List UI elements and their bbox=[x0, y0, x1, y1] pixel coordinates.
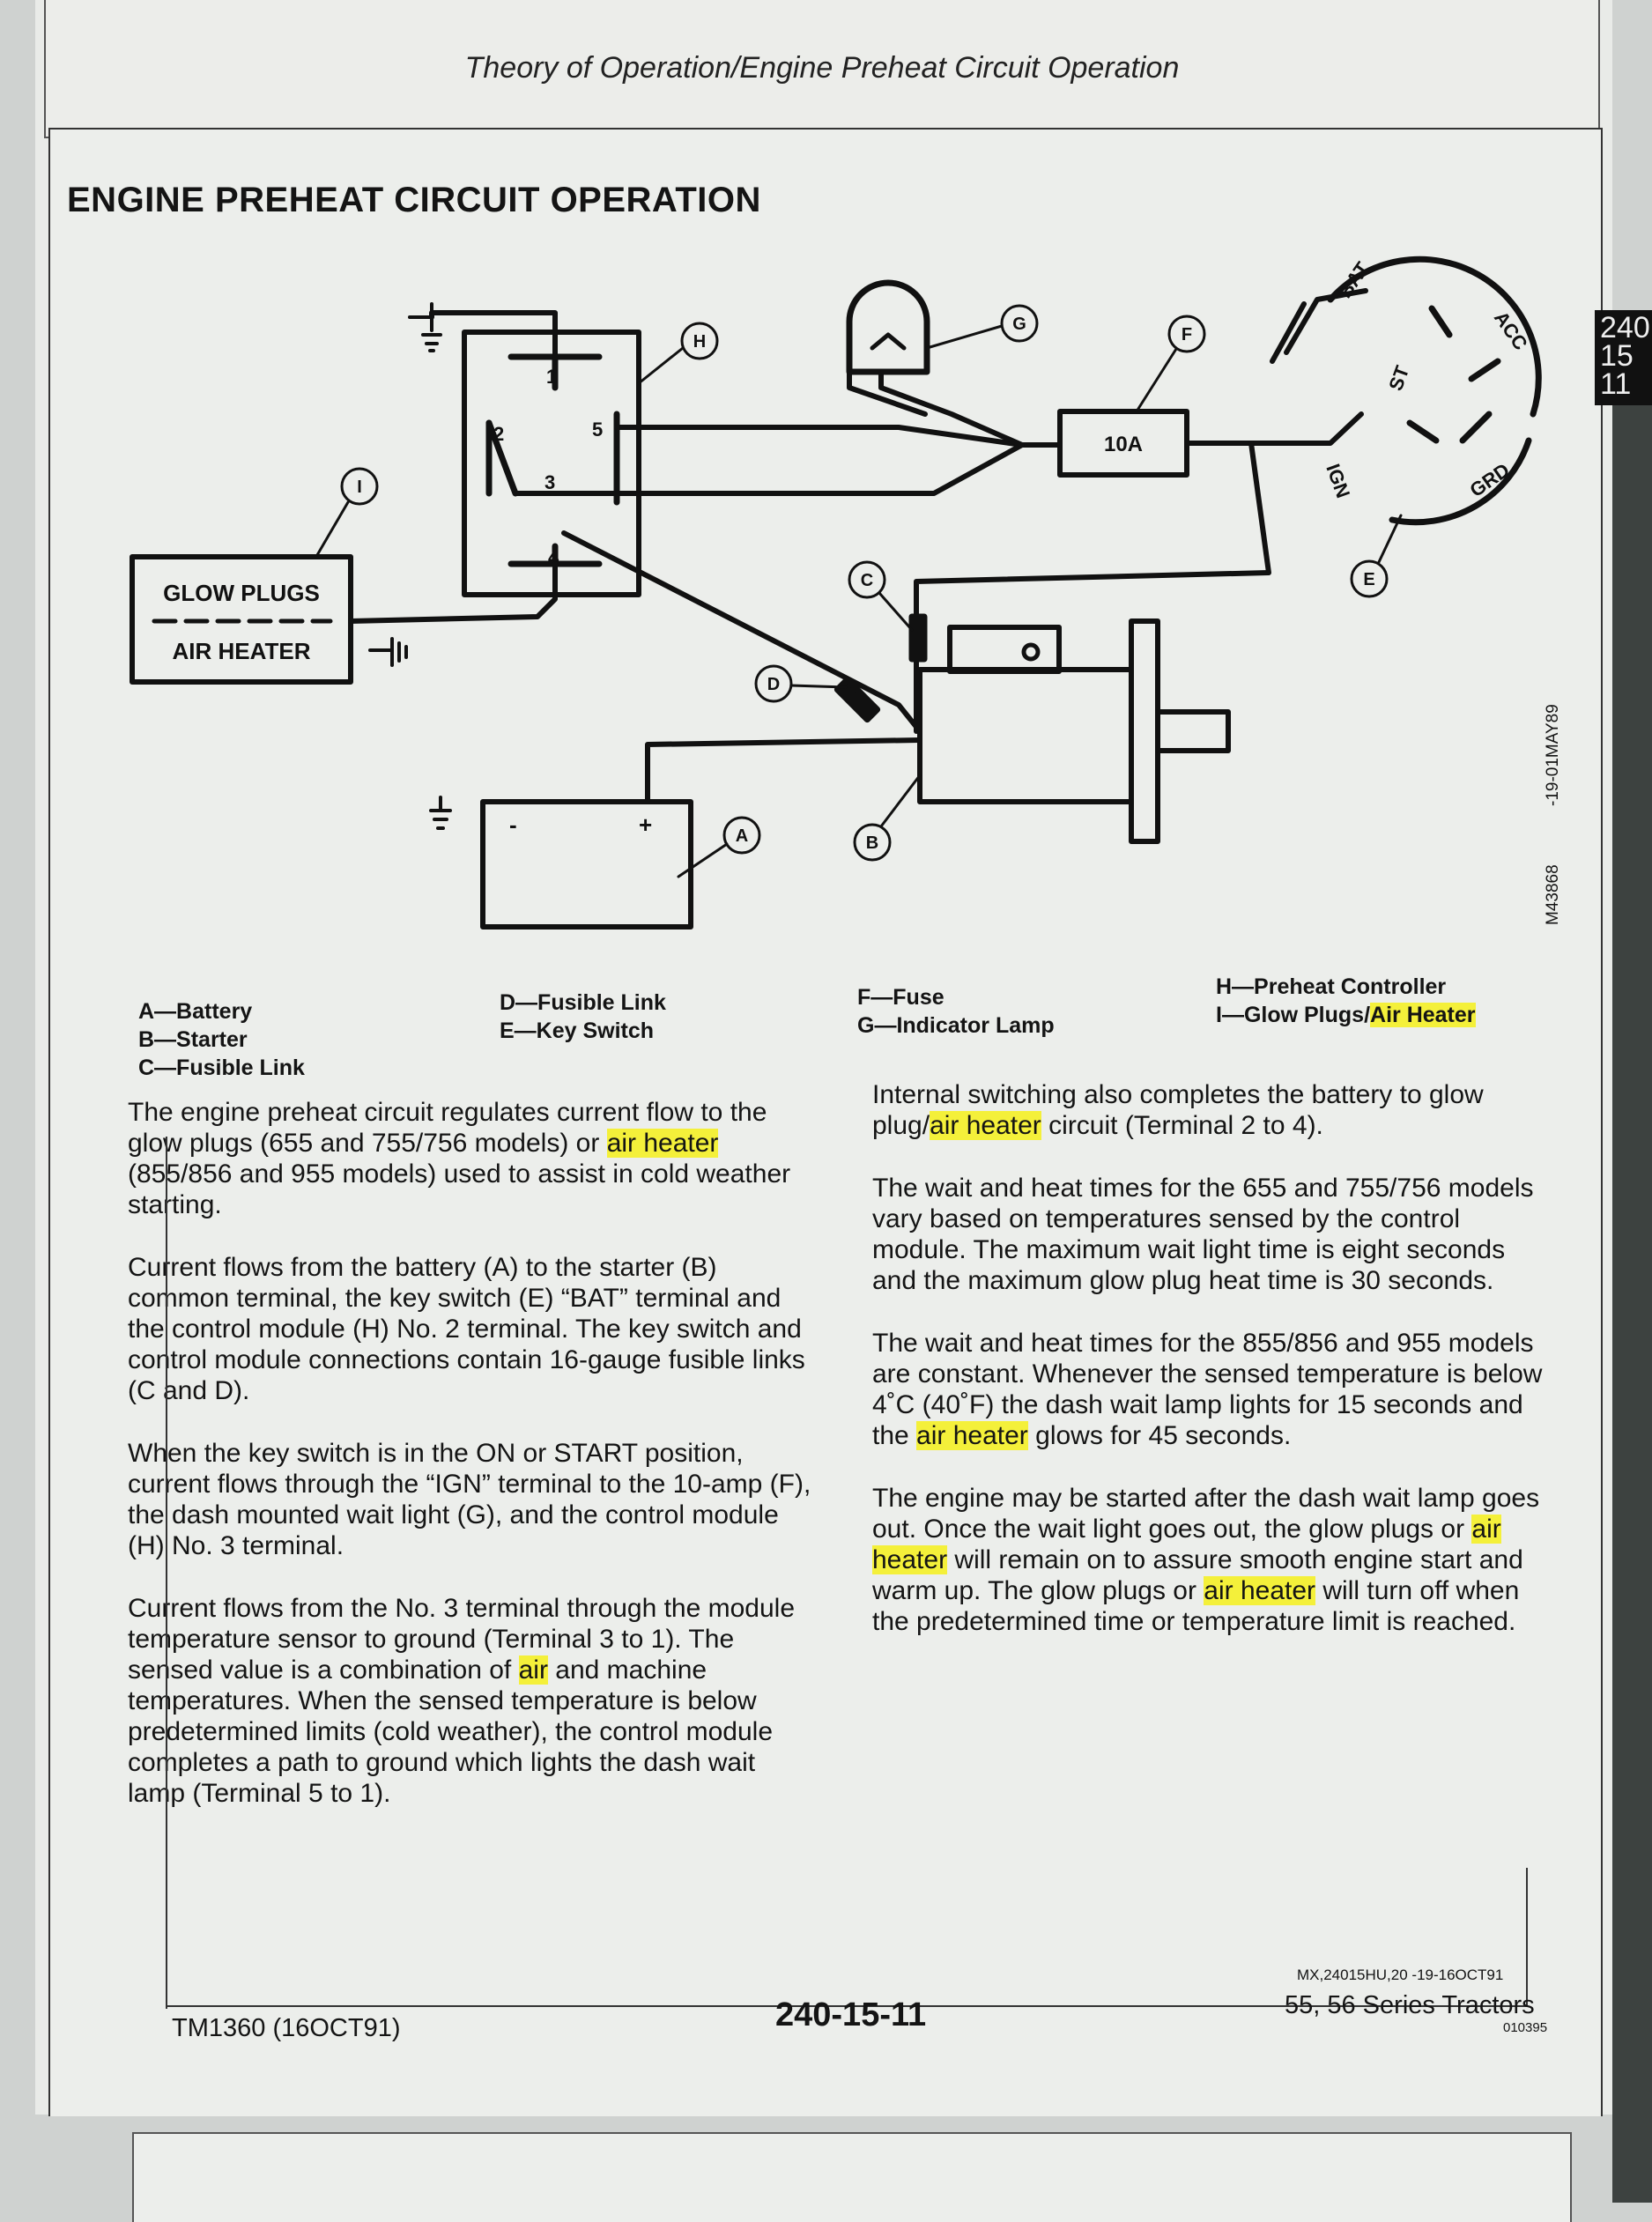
wiring bbox=[348, 288, 1368, 804]
tab-line: 15 bbox=[1600, 339, 1633, 373]
legend-item: F—Fuse bbox=[857, 985, 945, 1010]
callout-d: D bbox=[754, 664, 848, 703]
key-switch: BAT ACC ST IGN GRD bbox=[1322, 256, 1542, 526]
ground-symbol bbox=[429, 796, 452, 830]
starter bbox=[917, 618, 1231, 844]
paragraph: The wait and heat times for the 655 and … bbox=[872, 1174, 1534, 1295]
svg-text:A: A bbox=[736, 826, 748, 846]
series-title: 55, 56 Series Tractors bbox=[1285, 1991, 1535, 2019]
terminal-3: 3 bbox=[544, 471, 555, 493]
svg-text:H: H bbox=[693, 332, 706, 352]
callout-g: G bbox=[925, 304, 1039, 350]
fusible-link-c bbox=[908, 613, 928, 663]
legend-item: H—Preheat Controller bbox=[1216, 974, 1447, 999]
ground-symbol bbox=[368, 637, 408, 667]
legend-highlight: Air Heater bbox=[1370, 1003, 1476, 1027]
legend-item: D—Fusible Link bbox=[500, 990, 666, 1015]
wiring-diagram: GLOW PLUGS AIR HEATER 1 2 3 4 5 bbox=[130, 256, 1542, 930]
tab-line: 240 bbox=[1600, 311, 1650, 344]
screen-edge bbox=[1612, 405, 1652, 2203]
fuse-rating: 10A bbox=[1104, 433, 1143, 456]
paragraph: The wait and heat times for the 855/856 … bbox=[872, 1329, 1543, 1450]
key-pos-st: ST bbox=[1384, 362, 1413, 393]
svg-text:E: E bbox=[1363, 570, 1374, 589]
frame-line bbox=[166, 1137, 167, 2009]
frame-line bbox=[1526, 1868, 1528, 2007]
legend-col-1: A—Battery B—Starter C—Fusible Link bbox=[138, 997, 305, 1082]
air-heater-label: AIR HEATER bbox=[173, 638, 311, 664]
paragraph: Current flows from the battery (A) to th… bbox=[128, 1253, 805, 1405]
paragraph: The engine preheat circuit regulates cur… bbox=[128, 1098, 791, 1219]
legend-col-3: F—Fuse G—Indicator Lamp bbox=[857, 983, 1055, 1040]
header-title: Theory of Operation/Engine Preheat Circu… bbox=[464, 51, 1180, 85]
page-number: 240-15-11 bbox=[775, 1996, 927, 2033]
legend-item: E—Key Switch bbox=[500, 1018, 655, 1043]
callout-i: I bbox=[315, 467, 379, 557]
header-box: Theory of Operation/Engine Preheat Circu… bbox=[44, 0, 1600, 138]
preheat-controller: 1 2 3 4 5 bbox=[462, 330, 641, 597]
terminal-1: 1 bbox=[546, 366, 557, 388]
callout-a: A bbox=[677, 816, 761, 878]
fusible-link-d bbox=[833, 676, 881, 723]
callout-h: H bbox=[637, 322, 719, 385]
battery-negative: - bbox=[509, 811, 517, 838]
legend-item: G—Indicator Lamp bbox=[857, 1013, 1055, 1038]
svg-text:D: D bbox=[767, 675, 780, 694]
battery: - + bbox=[480, 799, 693, 930]
callout-b: B bbox=[853, 774, 922, 862]
legend-col-2: D—Fusible Link E—Key Switch bbox=[500, 989, 666, 1045]
doc-reference: MX,24015HU,20 -19-16OCT91 bbox=[1297, 1966, 1504, 1983]
indicator-lamp bbox=[846, 279, 930, 375]
figure-date: -19-01MAY89 bbox=[1544, 704, 1562, 806]
callout-e: E bbox=[1350, 514, 1403, 598]
legend-item: B—Starter bbox=[138, 1027, 248, 1052]
page-frame bbox=[48, 128, 1603, 2116]
figure-id: M43868 bbox=[1544, 864, 1562, 925]
legend-item: A—Battery bbox=[138, 999, 253, 1024]
glow-plugs-box: GLOW PLUGS AIR HEATER bbox=[130, 554, 353, 685]
footer-code: 010395 bbox=[1503, 2020, 1548, 2035]
legend-text: I—Glow Plugs/ bbox=[1216, 1003, 1371, 1027]
paragraph: Internal switching also completes the ba… bbox=[872, 1080, 1484, 1140]
frame-line bbox=[166, 2005, 1528, 2007]
paragraph: The engine may be started after the dash… bbox=[872, 1484, 1540, 1636]
legend-col-4: H—Preheat Controller I—Glow Plugs/Air He… bbox=[1216, 973, 1476, 1029]
manual-id: TM1360 (16OCT91) bbox=[172, 2014, 401, 2042]
svg-text:C: C bbox=[861, 571, 873, 590]
legend-item: C—Fusible Link bbox=[138, 1055, 305, 1080]
callout-c: C bbox=[848, 560, 914, 632]
key-pos-ign: IGN bbox=[1322, 461, 1354, 500]
tab-line: 11 bbox=[1600, 367, 1632, 401]
svg-text:F: F bbox=[1182, 325, 1192, 344]
next-page-edge bbox=[132, 2132, 1572, 2222]
terminal-2: 2 bbox=[493, 423, 504, 445]
paragraph: When the key switch is in the ON or STAR… bbox=[128, 1439, 811, 1560]
battery-positive: + bbox=[639, 811, 652, 838]
body-left-column: The engine preheat circuit regulates cur… bbox=[128, 1097, 815, 1841]
svg-text:G: G bbox=[1012, 315, 1026, 334]
body-right-column: Internal switching also completes the ba… bbox=[872, 1079, 1546, 1669]
terminal-5: 5 bbox=[592, 418, 603, 441]
paragraph: Current flows from the No. 3 terminal th… bbox=[128, 1594, 796, 1808]
section-title: ENGINE PREHEAT CIRCUIT OPERATION bbox=[67, 181, 761, 219]
svg-text:I: I bbox=[357, 478, 362, 497]
glow-plugs-label: GLOW PLUGS bbox=[163, 580, 320, 606]
section-tab: 240 15 11 bbox=[1595, 310, 1652, 405]
callout-f: F bbox=[1135, 315, 1206, 413]
svg-text:B: B bbox=[866, 833, 878, 853]
legend-item: I—Glow Plugs/Air Heater bbox=[1216, 1001, 1476, 1029]
fuse: 10A bbox=[1057, 409, 1189, 478]
